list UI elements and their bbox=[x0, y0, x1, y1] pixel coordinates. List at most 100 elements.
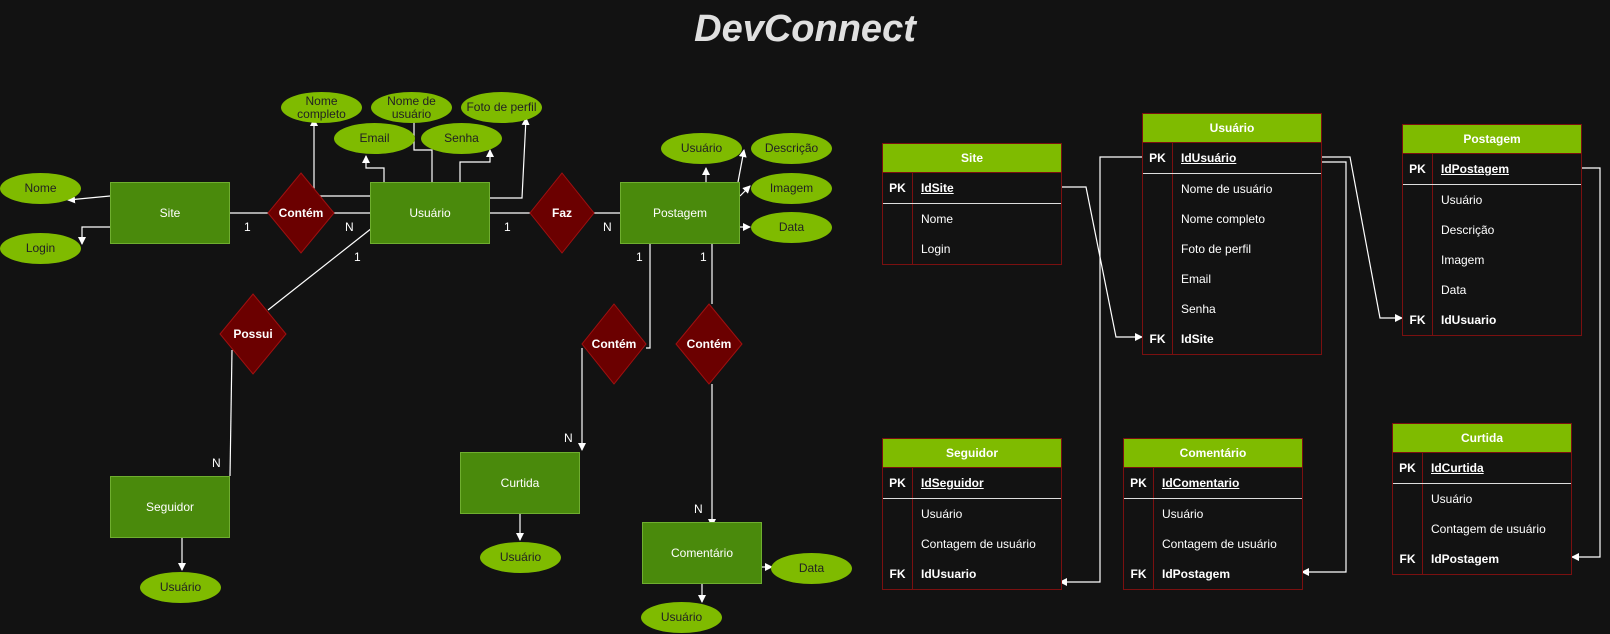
table-row: Descrição bbox=[1403, 215, 1581, 245]
field-name: IdUsuario bbox=[921, 567, 977, 581]
table-seguidor-header: Seguidor bbox=[883, 439, 1061, 468]
rel-faz-diamond bbox=[529, 172, 595, 254]
table-row: FK IdUsuario bbox=[1403, 305, 1581, 335]
table-curtida-header: Curtida bbox=[1393, 424, 1571, 453]
entity-seguidor: Seguidor bbox=[110, 476, 230, 538]
attr-comentario-usuario: Usuário bbox=[641, 602, 722, 633]
table-row: Foto de perfil bbox=[1143, 234, 1321, 264]
cardinality-postagem-curtida: 1 bbox=[636, 250, 643, 264]
key-cell bbox=[1403, 245, 1433, 275]
field-name: IdPostagem bbox=[1431, 552, 1500, 566]
key-cell: FK bbox=[1403, 305, 1433, 335]
key-cell: PK bbox=[1393, 453, 1423, 483]
key-cell bbox=[1403, 275, 1433, 305]
rel-contem-curtida-diamond bbox=[581, 303, 647, 385]
cardinality-comentario: N bbox=[694, 502, 703, 516]
key-cell: PK bbox=[1403, 154, 1433, 184]
attr-postagem-imagem: Imagem bbox=[751, 173, 832, 204]
attr-usuario-email: Email bbox=[334, 123, 415, 154]
table-row: Nome completo bbox=[1143, 204, 1321, 234]
cardinality-usuario-faz: 1 bbox=[504, 220, 511, 234]
key-cell bbox=[1143, 174, 1173, 204]
key-cell: FK bbox=[1393, 544, 1423, 574]
fk-line-postagem-curtida bbox=[1571, 167, 1601, 561]
connector-possui-seguidor bbox=[229, 349, 233, 477]
attr-usuario-senha: Senha bbox=[421, 123, 502, 154]
key-cell: FK bbox=[1143, 324, 1173, 354]
field-name: IdSite bbox=[1181, 332, 1214, 346]
table-row: Contagem de usuário bbox=[1124, 529, 1302, 559]
table-row: Usuário bbox=[1124, 499, 1302, 529]
attr-site-nome: Nome bbox=[0, 173, 81, 204]
table-row: Contagem de usuário bbox=[883, 529, 1061, 559]
table-row: PK IdUsuário bbox=[1143, 143, 1321, 174]
key-cell bbox=[1393, 514, 1423, 544]
key-cell: FK bbox=[883, 559, 913, 589]
cardinality-curtida: N bbox=[564, 431, 573, 445]
key-cell: FK bbox=[1124, 559, 1154, 589]
connector-usr-foto bbox=[490, 117, 530, 199]
field-name: IdUsuario bbox=[1441, 313, 1497, 327]
attr-usuario-foto-de-perfil: Foto de perfil bbox=[461, 92, 542, 123]
table-row: Usuário bbox=[883, 499, 1061, 529]
connector-usr-senha bbox=[459, 149, 494, 182]
diagram-title: DevConnect bbox=[694, 8, 916, 50]
field-name: Contagem de usuário bbox=[921, 537, 1036, 551]
field-name: IdPostagem bbox=[1441, 162, 1510, 176]
field-name: Senha bbox=[1181, 302, 1216, 316]
key-cell bbox=[1143, 204, 1173, 234]
field-name: Data bbox=[1441, 283, 1467, 297]
entity-site: Site bbox=[110, 182, 230, 244]
key-cell: PK bbox=[1143, 143, 1173, 173]
table-row: Usuário bbox=[1393, 484, 1571, 514]
rel-contem-comentario-diamond bbox=[675, 303, 743, 385]
table-row: Data bbox=[1403, 275, 1581, 305]
attr-usuario-nome-completo: Nome completo bbox=[281, 92, 362, 123]
table-row: Imagem bbox=[1403, 245, 1581, 275]
connector-usr-nome-usuario bbox=[410, 109, 433, 182]
field-name: Usuário bbox=[1431, 492, 1473, 506]
attr-usuario-nome-de-usuario: Nome de usuário bbox=[371, 92, 452, 123]
cardinality-possui-seguidor: N bbox=[212, 456, 221, 470]
connector-usuario-possui bbox=[267, 227, 373, 311]
field-name: Foto de perfil bbox=[1181, 242, 1252, 256]
key-cell bbox=[883, 234, 913, 264]
field-name: Imagem bbox=[1441, 253, 1485, 267]
connector-post-descricao bbox=[737, 149, 747, 183]
field-name: Usuário bbox=[921, 507, 963, 521]
key-cell bbox=[1393, 484, 1423, 514]
key-cell bbox=[883, 499, 913, 529]
attr-postagem-data: Data bbox=[751, 212, 832, 243]
rel-possui-label: Possui bbox=[233, 327, 273, 341]
field-name: Nome completo bbox=[1181, 212, 1266, 226]
table-comentario-header: Comentário bbox=[1124, 439, 1302, 468]
attr-comentario-data: Data bbox=[771, 553, 852, 584]
connector-usr-email bbox=[362, 155, 385, 182]
field-name: Email bbox=[1181, 272, 1212, 286]
entity-usuario: Usuário bbox=[370, 182, 490, 244]
entity-comentario: Comentário bbox=[642, 522, 762, 584]
fk-line-site-usuario bbox=[1060, 186, 1143, 341]
key-cell bbox=[1143, 294, 1173, 324]
field-name: IdSite bbox=[921, 181, 954, 195]
rel-contem-curtida-label: Contém bbox=[591, 337, 637, 351]
field-name: Login bbox=[921, 242, 951, 256]
attr-seguidor-usuario: Usuário bbox=[140, 572, 221, 603]
field-name: IdSeguidor bbox=[921, 476, 984, 490]
field-name: Usuário bbox=[1162, 507, 1204, 521]
field-name: IdUsuário bbox=[1181, 151, 1237, 165]
cardinality-postagem-comentario: 1 bbox=[700, 250, 707, 264]
